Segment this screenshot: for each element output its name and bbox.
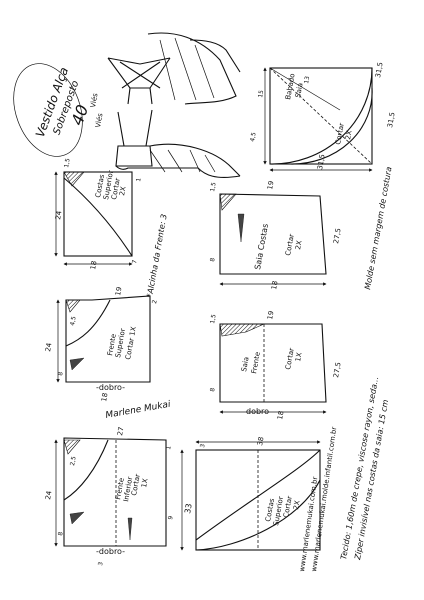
signature: Marlene Mukai bbox=[105, 400, 172, 421]
babado-dim-13: 13 bbox=[303, 75, 311, 84]
saia-frente-dim-19: 19 bbox=[266, 310, 275, 320]
saia-frente-cut: Cortar bbox=[284, 347, 296, 370]
babado-label-2: Saia bbox=[294, 82, 304, 98]
saia-costas-dim-19: 19 bbox=[266, 180, 275, 190]
saia-frente-fold: dobro bbox=[246, 407, 269, 416]
frente-inf-dim-8: 8 bbox=[57, 531, 65, 536]
piece-costas-superior-large: Costas Superior Cortar 2X 38 33 3 bbox=[180, 436, 321, 551]
frente-sup-label-1: Frente bbox=[106, 333, 118, 356]
frente-inf-label-1: Frente bbox=[114, 477, 126, 500]
frente-inf-dim-25: 2,5 bbox=[69, 456, 78, 467]
costas-small-dim-15: 1,5 bbox=[63, 158, 72, 169]
babado-cut: Cortar bbox=[334, 122, 346, 145]
dress-sketch-top: Viés bbox=[89, 32, 241, 108]
frente-sup-dim-2: 2 bbox=[151, 299, 159, 304]
piece-saia-costas: Saia Costas Cortar 2X 19 27,5 18 8 1,5 bbox=[209, 180, 343, 290]
frente-sup-fold: -dobro- bbox=[96, 383, 125, 392]
molde-note: Molde sem margem de costura bbox=[363, 166, 394, 290]
costas-large-dim-38: 38 bbox=[256, 436, 265, 446]
frente-sup-dim-45: 4,5 bbox=[69, 316, 78, 327]
saia-costas-dim-275: 27,5 bbox=[332, 228, 343, 245]
saia-frente-dim-275: 27,5 bbox=[332, 362, 343, 379]
saia-frente-dim-8: 8 bbox=[209, 387, 217, 392]
saia-frente-dim-15: 1,5 bbox=[209, 314, 218, 325]
frente-sup-dim-19: 19 bbox=[114, 286, 123, 296]
frente-sup-dim-24: 24 bbox=[44, 342, 54, 353]
costas-small-dim-24: 24 bbox=[54, 210, 64, 221]
saia-costas-label: Saia Costas bbox=[253, 223, 270, 270]
saia-costas-qty: 2X bbox=[294, 240, 304, 251]
babado-dim-45: 4,5 bbox=[249, 132, 258, 143]
babado-dim-15: 15 bbox=[257, 89, 265, 98]
saia-frente-label-1: Saia bbox=[240, 356, 250, 372]
costas-large-qty: 2X bbox=[292, 500, 302, 511]
babado-dim-top: 31,5 bbox=[374, 62, 385, 79]
babado-qty: 2X bbox=[344, 130, 354, 141]
vies-label-2: Viés bbox=[94, 112, 104, 128]
frente-inf-cut: Cortar bbox=[130, 473, 142, 496]
frente-inf-dim-1: 1 bbox=[165, 445, 173, 450]
saia-frente-qty: 1X bbox=[294, 352, 304, 363]
saia-frente-dim-18: 18 bbox=[276, 410, 285, 420]
piece-costas-superior-small: Costas Superior Cortar 2X 24 18 7 1 1,5 bbox=[54, 158, 143, 271]
frente-inf-dim-3: 3 bbox=[97, 561, 105, 566]
costas-small-cut: Cortar bbox=[110, 177, 122, 200]
dress-sketch-bottom: Viés bbox=[94, 109, 241, 178]
costas-small-dim-7: 7 bbox=[131, 259, 139, 264]
frente-inf-fold: -dobro- bbox=[96, 547, 125, 556]
saia-costas-dim-15: 1,5 bbox=[209, 182, 218, 193]
frente-sup-dim-8: 8 bbox=[57, 371, 65, 376]
costas-large-dim-33: 33 bbox=[183, 503, 194, 515]
costas-small-qty: 2X bbox=[118, 186, 128, 197]
frente-inf-dim-27: 27 bbox=[116, 426, 125, 436]
frente-inf-dim-24: 24 bbox=[44, 490, 54, 501]
frente-inf-qty: 1X bbox=[140, 478, 150, 489]
title-ellipse bbox=[13, 63, 83, 157]
alcinha-note: *Alcinha da Frente: 3 bbox=[145, 213, 169, 298]
piece-frente-superior: Frente Superior Cortar 1X -dobro- 19 2 2… bbox=[44, 286, 159, 402]
costas-large-cut: Cortar bbox=[282, 495, 294, 518]
piece-saia-frente: Saia Frente Cortar 1X dobro 19 27,5 18 8… bbox=[209, 310, 343, 420]
saia-costas-dim-8: 8 bbox=[209, 257, 217, 262]
saia-frente-label-2: Frente bbox=[250, 351, 262, 374]
costas-large-dim-3: 3 bbox=[199, 443, 207, 448]
costas-small-dim-18: 18 bbox=[89, 260, 98, 270]
vies-label: Viés bbox=[89, 92, 99, 108]
frente-sup-dim-18: 18 bbox=[100, 392, 109, 402]
babado-dim-side: 31,5 bbox=[316, 154, 327, 171]
piece-babado-saia: Babado Saia Cortar 2X 31,5 31,5 31,5 15 … bbox=[249, 62, 397, 172]
frente-inf-dim-9: 9 bbox=[167, 515, 175, 520]
saia-costas-dim-18: 18 bbox=[270, 280, 279, 290]
babado-dim-right: 31,5 bbox=[386, 112, 397, 129]
piece-frente-inferior: Frente Inferior Cortar 1X -dobro- 27 24 … bbox=[44, 426, 175, 566]
costas-small-dim-1: 1 bbox=[135, 177, 143, 182]
saia-costas-cut: Cortar bbox=[284, 233, 296, 256]
